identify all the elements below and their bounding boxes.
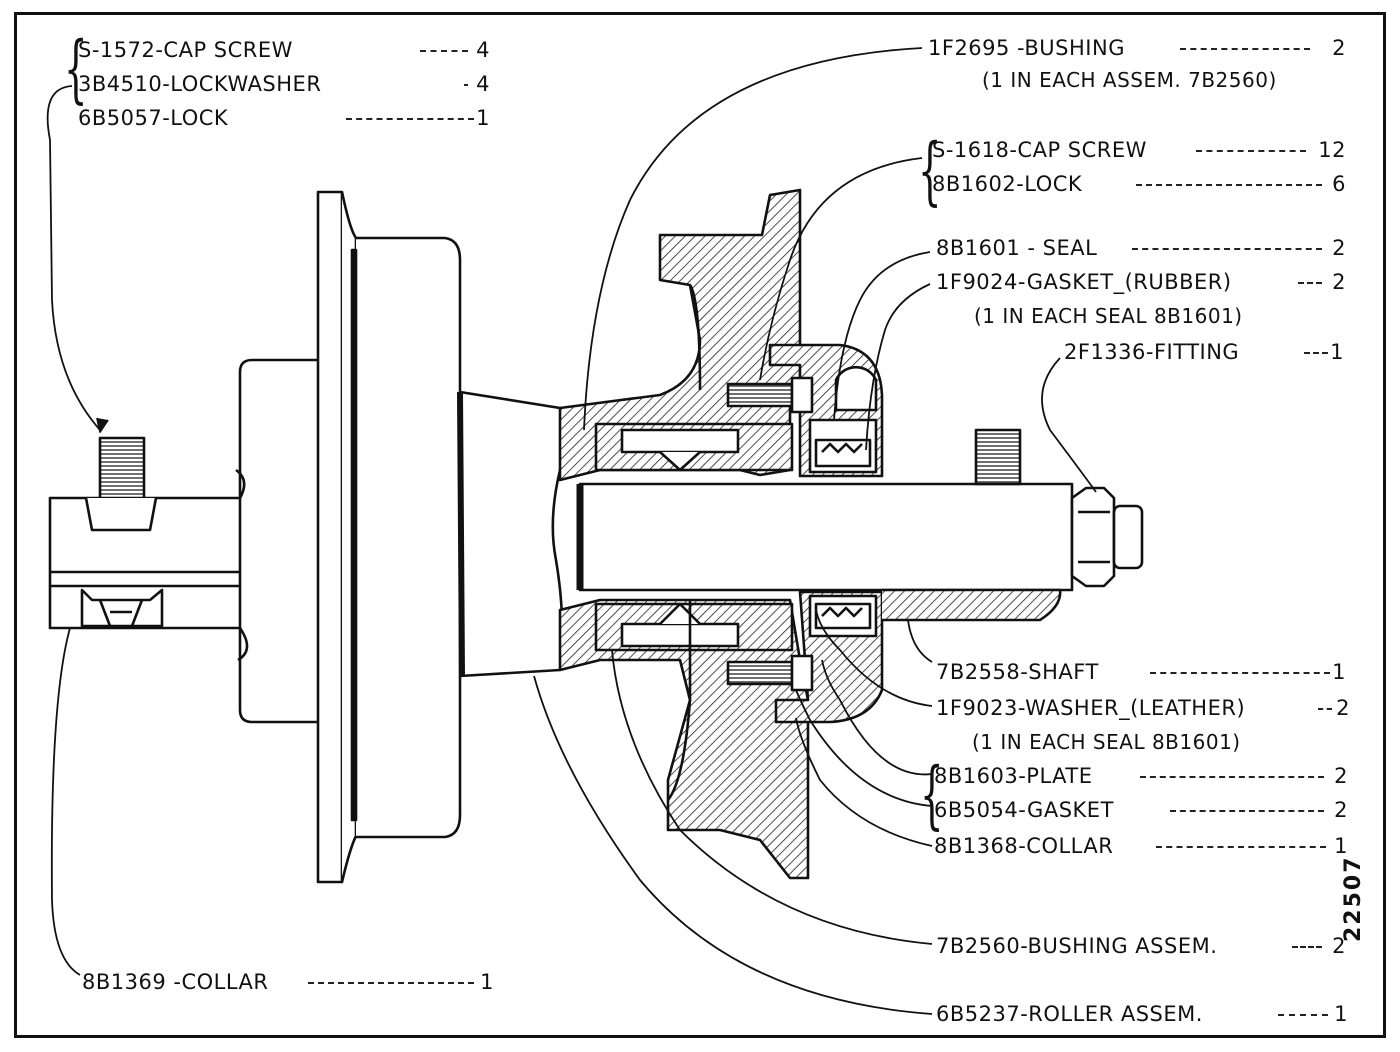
part-label: 7B2560-BUSHING ASSEM.2: [936, 934, 1346, 958]
brace-right-plate: {: [920, 752, 944, 838]
part-note: (1 IN EACH ASSEM. 7B2560): [982, 68, 1277, 92]
part-note: (1 IN EACH SEAL 8B1601): [974, 304, 1243, 328]
seal-housing: [726, 343, 884, 724]
part-label: 1F9024-GASKET_(RUBBER)2: [936, 270, 1346, 294]
brace-right-capscrew: {: [918, 128, 942, 214]
shaft-7b2558: [576, 428, 1144, 622]
drawing-number: 22507: [1341, 855, 1366, 942]
part-label: 1F9023-WASHER_(LEATHER)2: [936, 696, 1350, 720]
drawing-border: [14, 12, 1386, 1038]
collar-8b1369-shape: [48, 436, 242, 630]
wheel-flange: [316, 190, 462, 884]
part-label: 6B5237-ROLLER ASSEM.1: [936, 1002, 1348, 1026]
brace-left-top: {: [64, 26, 88, 112]
leader-lines: [46, 47, 1097, 1015]
part-note: (1 IN EACH SEAL 8B1601): [972, 730, 1241, 754]
